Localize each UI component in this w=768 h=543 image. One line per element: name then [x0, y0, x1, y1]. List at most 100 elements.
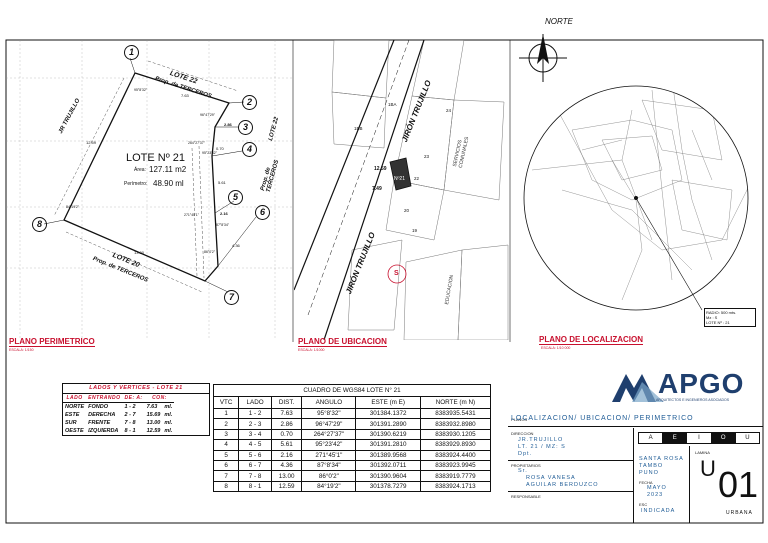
propietarios-label: PROPIETARIOS [511, 463, 541, 468]
lot-21-label: Nº21 [394, 176, 405, 182]
cell: 8383930.1205 [419, 428, 492, 441]
perimetric-plan [6, 40, 293, 340]
perimeter-label: Perímetro: [124, 181, 148, 187]
logo-subtitle: ARQUITECTOS E INGENIEROS ASOCIADOS [656, 398, 730, 402]
block-servicios: SERVICIOS COMUNALES [452, 136, 471, 169]
propietarios-line-3: AGUILAR BERDUZCO [526, 482, 599, 488]
cell: 301378.7279 [355, 480, 421, 493]
cell: ml. [164, 412, 173, 418]
lamina-number: 01 [718, 464, 759, 505]
lamina-prefix: U [700, 456, 716, 481]
scale-bar: A E I O U [638, 432, 761, 444]
lamina-type: URBANA [726, 510, 753, 516]
vertex-7: 7 [224, 290, 239, 305]
cell: 15.69 [146, 412, 161, 418]
cell: ml. [164, 420, 173, 426]
cell: 8383924.4400 [419, 449, 492, 461]
cell: 3 - 4 [238, 428, 272, 441]
location-dim-1: 12.59 [374, 166, 387, 172]
title-mid-col: SANTA ROSA TAMBO PUNO FECHA MAYO 2023 ES… [635, 446, 690, 523]
location-plan-labels: 1BA 1BB 24 23 22 20 19 S SERVICIOS COMUN… [294, 40, 510, 340]
cell: SUR [65, 420, 77, 426]
north-label: NORTE [545, 17, 573, 26]
vertex-4: 4 [242, 142, 257, 157]
cell: 301391.2890 [355, 418, 421, 430]
sides-header-entrando: ENTRANDO [86, 394, 123, 403]
cell: 12.59 [270, 480, 303, 493]
scale-seg-i: I [686, 432, 712, 444]
cell: 95°8'32" [301, 407, 357, 420]
location-scale: ESCALA: 1/1000 [298, 348, 325, 352]
cell: 6 - 7 [238, 459, 272, 472]
cell: FRENTE [88, 420, 111, 426]
locality-plan [523, 85, 749, 311]
cell: ml. [164, 428, 173, 434]
cell: 8383935.5431 [419, 407, 492, 420]
cell: 7 - 8 [238, 470, 272, 482]
dim-1-2: 7.63 [181, 93, 189, 98]
cell: 8 [212, 480, 240, 493]
angle-4: 95°23'42" [202, 151, 217, 155]
dim-5-6: 2.16 [220, 211, 228, 216]
sides-header-lado: LADO [63, 394, 87, 403]
area-label: Área: [134, 167, 146, 173]
angle-1: 95°8'32" [134, 88, 148, 92]
cell: OESTE [65, 428, 84, 434]
cell: 87°8'34" [301, 459, 357, 472]
lot-22: 22 [414, 176, 420, 181]
propietarios-line-2: ROSA VANESA [526, 475, 576, 481]
planos-value: LOCALIZACION/ UBICACION/ PERIMETRICO [511, 415, 694, 422]
street-label: JR TRUJILLO [58, 97, 82, 135]
lot-24: 24 [446, 108, 452, 113]
fecha-label: FECHA [639, 480, 653, 485]
locality-title: PLANO DE LOCALIZACION [539, 335, 643, 345]
lot-1bb: 1BB [354, 126, 363, 131]
lamina-label: LAMINA [695, 450, 710, 455]
direccion-line-1: JR.TRUJILLO [518, 437, 564, 443]
coord-header-norte: NORTE (m N) [419, 396, 492, 409]
location-dim-2: 7.49 [372, 186, 382, 192]
cell: ESTE [65, 412, 80, 418]
angle-2: 96°47'29" [200, 113, 215, 117]
coord-header-vtc: VTC [212, 396, 240, 409]
sides-header-con: CON: [144, 394, 175, 403]
planos-label: PLANOS [511, 417, 528, 422]
coord-header-dist: DIST. [270, 396, 303, 409]
angle-3: 264°27'37" [188, 141, 205, 145]
angle-5: 271°45'1" [184, 213, 199, 217]
cell: 271°45'1" [301, 449, 357, 461]
dim-3-4: 0.70 [216, 146, 224, 151]
fecha-line-2: 2023 [647, 492, 664, 498]
lot-name: LOTE Nº 21 [126, 152, 186, 164]
direccion-label: DIRECCION [511, 431, 534, 436]
coord-header-lado: LADO [238, 396, 272, 409]
location-plan [294, 40, 509, 340]
cell: 8 - 1 [124, 428, 136, 434]
coord-header-angulo: ANGULO [301, 396, 357, 409]
angle-7: 86°0'2" [204, 250, 216, 254]
scale-seg-u: U [734, 432, 761, 444]
cell: 5 - 6 [238, 449, 272, 461]
cell: 2.16 [270, 449, 303, 461]
cell: 4 - 5 [238, 439, 272, 451]
block-educacion: EDUCACION [444, 274, 456, 306]
coordinate-table: CUADRO DE WGS84 LOTE N° 21 VTC LADO DIST… [212, 384, 492, 493]
cell: 86°0'2" [301, 470, 357, 482]
cell: 301390.6219 [355, 428, 421, 441]
logo-text: APGO [658, 368, 745, 399]
vertex-1: 1 [124, 45, 139, 60]
cell: 1 - 2 [238, 407, 272, 420]
cell: 2 - 3 [238, 418, 272, 430]
cell: 264°27'37" [301, 428, 357, 441]
cell: 8383923.9945 [419, 459, 492, 472]
